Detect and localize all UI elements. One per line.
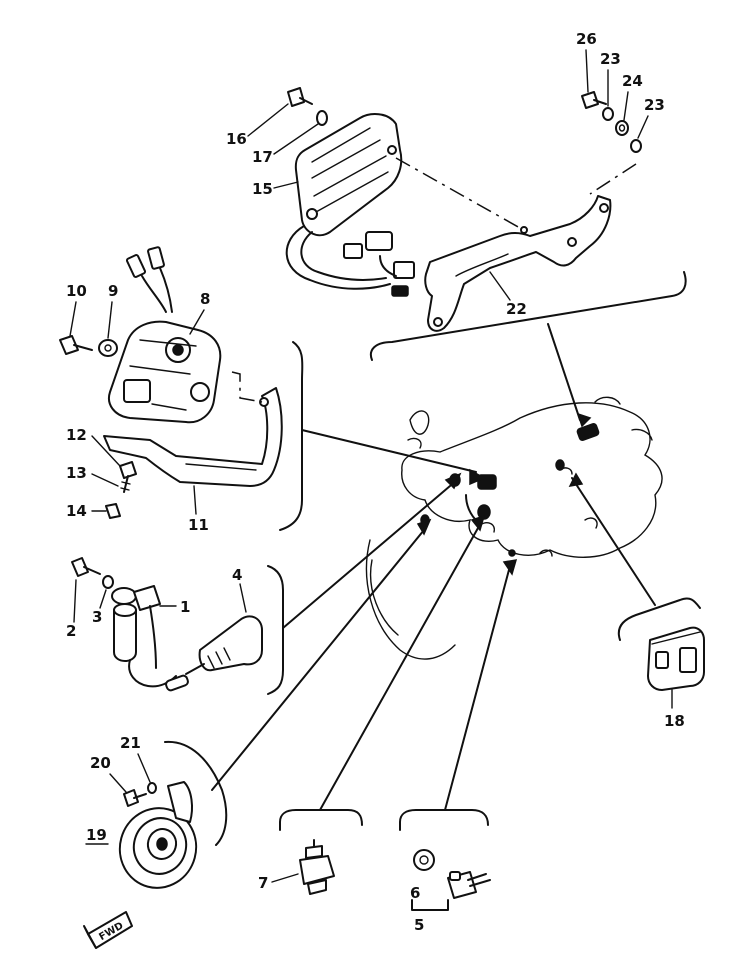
nut-14 [105, 503, 121, 519]
igniter-unit-8 [108, 320, 222, 424]
part-labels: 1 2 3 4 5 6 7 8 9 10 11 12 13 14 15 16 1… [66, 30, 685, 934]
alignment-line-26 [589, 163, 637, 195]
label-13: 13 [66, 464, 87, 482]
alignment-line-15 [395, 157, 521, 229]
ignition-coil-1 [111, 585, 189, 692]
washer-17 [316, 110, 328, 126]
bolt-26 [581, 91, 607, 109]
washer-21 [147, 782, 157, 794]
label-24: 24 [622, 72, 643, 90]
washer-3 [102, 575, 114, 589]
label-9: 9 [108, 282, 118, 300]
label-10: 10 [66, 282, 87, 300]
nut-24 [615, 120, 629, 136]
bolt-13 [119, 461, 137, 493]
label-5: 5 [414, 916, 424, 934]
label-26: 26 [576, 30, 597, 48]
bracket-22 [424, 195, 612, 332]
label-23b: 23 [644, 96, 665, 114]
label-4: 4 [232, 566, 242, 584]
label-21: 21 [120, 734, 141, 752]
washer-23a [602, 107, 614, 121]
regulator-unit [285, 113, 415, 297]
label-15: 15 [252, 180, 273, 198]
fwd-arrow-icon: FWD [83, 911, 133, 949]
label-6: 6 [410, 884, 420, 902]
bolt-20 [123, 789, 147, 807]
bracket-11 [103, 371, 283, 487]
label-12: 12 [66, 426, 87, 444]
label-19: 19 [86, 826, 107, 844]
bolt-10 [59, 335, 93, 355]
label-16: 16 [226, 130, 247, 148]
engine-outline [365, 396, 663, 660]
connector-leads [125, 246, 173, 313]
label-11: 11 [188, 516, 209, 534]
engine-mount-points [420, 423, 600, 557]
label-23a: 23 [600, 50, 621, 68]
washer-23b [630, 139, 642, 153]
label-22: 22 [506, 300, 527, 318]
washer-6 [413, 849, 435, 871]
switch-5 [411, 871, 491, 911]
label-7: 7 [258, 874, 268, 892]
callout-leaders [164, 271, 701, 846]
relay-18 [647, 626, 705, 691]
label-14: 14 [66, 502, 87, 520]
label-8: 8 [200, 290, 210, 308]
label-20: 20 [90, 754, 111, 772]
horn-19 [118, 781, 198, 889]
bolt-16 [287, 87, 313, 107]
plug-cap-4 [185, 615, 263, 675]
switch-7 [299, 839, 335, 895]
label-2: 2 [66, 622, 76, 640]
bolt-2 [71, 557, 101, 577]
label-3: 3 [92, 608, 102, 626]
label-1: 1 [180, 598, 190, 616]
label-18: 18 [664, 712, 685, 730]
washer-9 [98, 339, 118, 357]
label-17: 17 [252, 148, 273, 166]
